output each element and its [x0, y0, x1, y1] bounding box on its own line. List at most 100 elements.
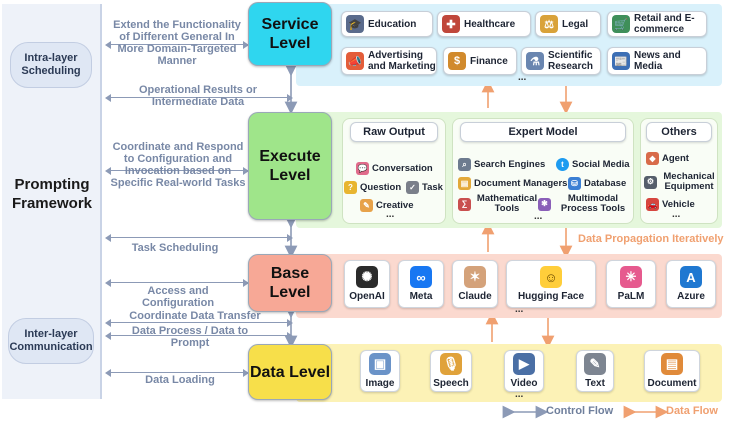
execute-level-label: Execute Level: [259, 148, 321, 184]
data-tile-text: ✎ Text: [576, 350, 614, 392]
coord-transfer-label: Coordinate Data Transfer: [129, 310, 261, 322]
database-icon: ⛁: [568, 177, 581, 190]
research-icon: ⚗: [526, 52, 544, 70]
service-extend-label: Extend the Functionality of Different Ge…: [113, 19, 241, 67]
expert-item-social: t Social Media: [556, 158, 630, 171]
expert-item-docmanager: ▤ Document Managers: [458, 177, 567, 190]
multimodal-icon: ✱: [538, 197, 551, 211]
data-loading-arrow: [105, 368, 249, 377]
service-chip-healthcare: ✚ Healthcare: [437, 11, 531, 37]
document-manager-icon: ▤: [458, 177, 471, 190]
coordinate-label: Coordinate and Respond to Configuration …: [110, 141, 246, 189]
expert-ellipsis: ...: [534, 211, 543, 222]
data-process-arrow: [105, 331, 293, 340]
question-icon: ?: [344, 181, 357, 194]
legend-data-flow: Data Flow: [666, 405, 718, 417]
education-icon: 🎓: [346, 15, 364, 33]
service-chip-advertising: 📣 Advertising and Marketing: [341, 47, 437, 75]
finance-icon: $: [448, 52, 466, 70]
service-extend-arrow: [105, 40, 249, 49]
access-config-label: Access and Configuration: [141, 285, 215, 309]
palm-icon: ✳: [620, 266, 642, 288]
service-chip-research: ⚗ Scientific Research: [521, 47, 601, 75]
task-scheduling-arrow: [105, 233, 293, 242]
speech-icon: 🎙: [440, 353, 462, 375]
agent-icon: ◆: [646, 152, 659, 165]
video-icon: ▶: [513, 353, 535, 375]
data-level-box: Data Level: [248, 344, 332, 400]
data-propagation-label: Data Propagation Iteratively: [578, 233, 724, 245]
others-item-agent: ◆ Agent: [646, 152, 689, 165]
base-tile-azure: A Azure: [666, 260, 716, 308]
inter-layer-label: Inter-layer Communication: [9, 328, 93, 353]
search-engine-icon: ⌕: [458, 158, 471, 171]
others-item-mechanical: ⚙ Mechanical Equipment: [644, 172, 718, 192]
text-icon: ✎: [584, 353, 606, 375]
data-tile-image: ▣ Image: [360, 350, 400, 392]
raw-item-task: ✓ Task: [406, 181, 443, 194]
legend-control-flow: Control Flow: [546, 405, 614, 417]
others-item-vehicle: 🚗 Vehicle: [646, 198, 695, 211]
base-tile-claude: ✶ Claude: [452, 260, 498, 308]
social-media-icon: t: [556, 158, 569, 171]
claude-icon: ✶: [464, 266, 486, 288]
retail-icon: 🛒: [612, 15, 630, 33]
intra-layer-scheduling-pill: Intra-layer Scheduling: [10, 42, 92, 88]
news-icon: 📰: [612, 52, 630, 70]
base-ellipsis: ...: [515, 304, 524, 315]
image-icon: ▣: [369, 353, 391, 375]
service-chip-legal: ⚖ Legal: [535, 11, 601, 37]
raw-item-conversation: 💬 Conversation: [356, 162, 433, 175]
legal-icon: ⚖: [540, 15, 558, 33]
operational-results-arrow: [105, 93, 293, 102]
data-tile-document: ▤ Document: [644, 350, 700, 392]
base-tile-hugging-face: ☺ Hugging Face: [506, 260, 596, 308]
expert-item-database: ⛁ Database: [568, 177, 626, 190]
expert-model-title: Expert Model: [460, 122, 626, 142]
coordinate-arrow: [105, 166, 249, 175]
data-level-label: Data Level: [249, 363, 331, 381]
service-chip-retail: 🛒 Retail and E-commerce: [607, 11, 707, 37]
raw-output-ellipsis: ...: [386, 209, 395, 220]
inter-layer-communication-pill: Inter-layer Communication: [8, 318, 94, 364]
others-title: Others: [646, 122, 712, 142]
hugging-face-icon: ☺: [540, 266, 562, 288]
azure-icon: A: [680, 266, 702, 288]
expert-item-math: ∑ Mathematical Tools: [458, 194, 540, 214]
math-tools-icon: ∑: [458, 197, 471, 211]
raw-item-creative: ✎ Creative: [360, 199, 414, 212]
creative-icon: ✎: [360, 199, 373, 212]
openai-icon: ✺: [356, 266, 378, 288]
healthcare-icon: ✚: [442, 15, 460, 33]
task-scheduling-label: Task Scheduling: [131, 242, 219, 254]
data-tile-video: ▶ Video: [504, 350, 544, 392]
framework-title: Prompting Framework: [11, 176, 93, 212]
base-tile-palm: ✳ PaLM: [606, 260, 656, 308]
execute-level-box: Execute Level: [248, 112, 332, 220]
operational-results-label: Operational Results or Intermediate Data: [139, 84, 257, 108]
base-level-box: Base Level: [248, 254, 332, 312]
service-chip-finance: $ Finance: [443, 47, 517, 75]
access-config-arrow: [105, 278, 249, 287]
data-tile-speech: 🎙 Speech: [430, 350, 472, 392]
raw-output-title: Raw Output: [350, 122, 438, 142]
service-level-box: Service Level: [248, 2, 332, 66]
service-chip-education: 🎓 Education: [341, 11, 433, 37]
data-process-label: Data Process / Data to Prompt: [131, 325, 249, 349]
base-level-label: Base Level: [269, 265, 311, 301]
mechanical-icon: ⚙: [644, 175, 657, 189]
task-icon: ✓: [406, 181, 419, 194]
base-tile-openai: ✺ OpenAI: [344, 260, 390, 308]
data-ellipsis: ...: [515, 389, 524, 400]
conversation-icon: 💬: [356, 162, 369, 175]
service-level-label: Service Level: [261, 16, 319, 52]
vehicle-icon: 🚗: [646, 198, 659, 211]
expert-item-search: ⌕ Search Engines: [458, 158, 545, 171]
intra-layer-label: Intra-layer Scheduling: [21, 52, 81, 77]
data-loading-label: Data Loading: [145, 374, 215, 386]
base-tile-meta: ∞ Meta: [398, 260, 444, 308]
document-icon: ▤: [661, 353, 683, 375]
service-chip-news: 📰 News and Media: [607, 47, 707, 75]
expert-item-multimodal: ✱ Multimodal Process Tools: [538, 194, 632, 214]
meta-icon: ∞: [410, 266, 432, 288]
